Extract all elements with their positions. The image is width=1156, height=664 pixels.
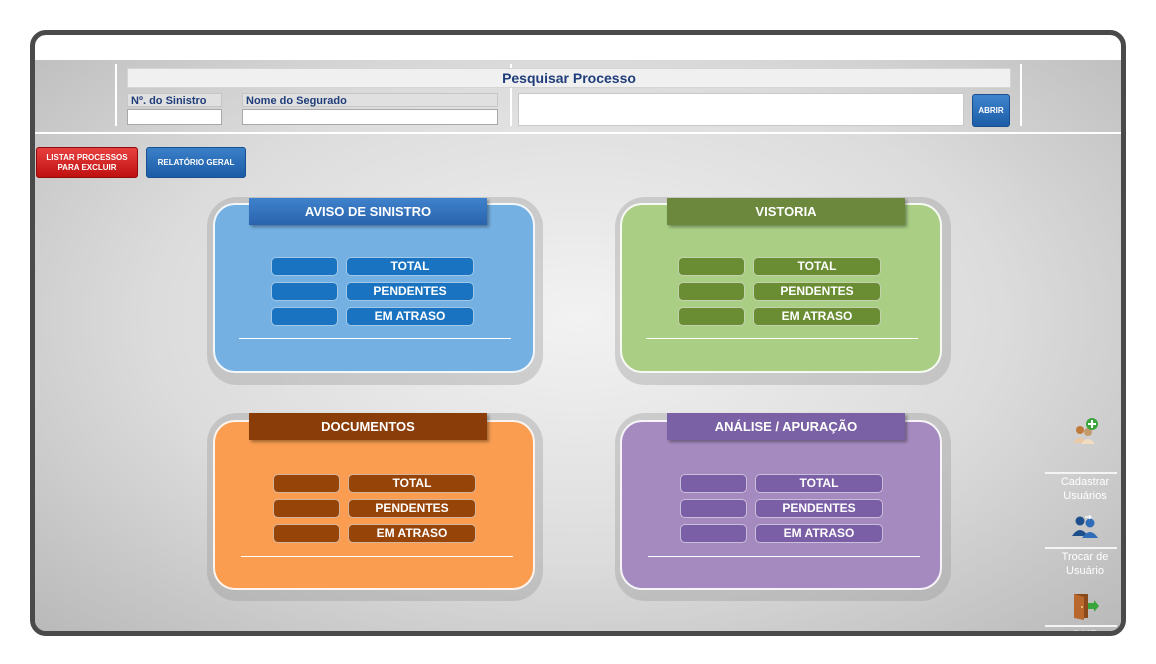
switch-user-label[interactable]: Trocar de Usuário xyxy=(1045,550,1121,578)
card-divider xyxy=(648,556,920,557)
card-divider xyxy=(646,338,918,339)
pending-value-box xyxy=(273,499,340,518)
pending-value-box xyxy=(678,282,745,301)
sidebar-divider xyxy=(1045,625,1117,627)
list-delete-label-line2: PARA EXCLUIR xyxy=(57,163,117,172)
overdue-label[interactable]: EM ATRASO xyxy=(755,524,883,543)
total-value-box xyxy=(273,474,340,493)
pending-value-box xyxy=(271,282,338,301)
open-button[interactable]: ABRIR xyxy=(972,94,1010,127)
search-title: Pesquisar Processo xyxy=(127,68,1011,88)
card-vistoria[interactable]: TOTAL PENDENTES EM ATRASO xyxy=(620,203,942,373)
card-divider xyxy=(241,556,513,557)
search-panel: Pesquisar Processo Nº. do Sinistro Nome … xyxy=(35,60,1121,134)
card-divider xyxy=(239,338,511,339)
card-header-aviso-de-sinistro: AVISO DE SINISTRO xyxy=(249,198,487,225)
register-users-label-line1: Cadastrar xyxy=(1060,476,1110,488)
card-documentos[interactable]: TOTAL PENDENTES EM ATRASO xyxy=(213,420,535,590)
sinistro-input[interactable] xyxy=(127,109,222,125)
total-label[interactable]: TOTAL xyxy=(753,257,881,276)
overdue-value-box xyxy=(273,524,340,543)
search-bottom-rule xyxy=(35,132,1121,134)
app-window: Pesquisar Processo Nº. do Sinistro Nome … xyxy=(30,30,1126,636)
pending-label[interactable]: PENDENTES xyxy=(753,282,881,301)
total-label[interactable]: TOTAL xyxy=(348,474,476,493)
switch-user-icon xyxy=(1072,514,1098,538)
search-divider xyxy=(115,64,117,126)
segurado-input[interactable] xyxy=(242,109,498,125)
card-analise-apuracao[interactable]: TOTAL PENDENTES EM ATRASO xyxy=(620,420,942,590)
search-divider xyxy=(510,64,512,126)
overdue-value-box xyxy=(271,307,338,326)
add-user-icon xyxy=(1073,418,1098,444)
sidebar-divider xyxy=(1045,547,1117,549)
search-divider xyxy=(1020,64,1022,126)
sidebar-divider xyxy=(1045,472,1117,474)
switch-user-label-line1: Trocar de xyxy=(1061,551,1109,563)
segurado-label: Nome do Segurado xyxy=(242,93,498,107)
switch-user-label-line2: Usuário xyxy=(1066,565,1104,577)
switch-user-button[interactable] xyxy=(1045,514,1121,540)
total-label[interactable]: TOTAL xyxy=(346,257,474,276)
card-header-documentos: DOCUMENTOS xyxy=(249,413,487,440)
card-header-analise-apuracao: ANÁLISE / APURAÇÃO xyxy=(667,413,905,440)
overdue-label[interactable]: EM ATRASO xyxy=(346,307,474,326)
pending-label[interactable]: PENDENTES xyxy=(346,282,474,301)
list-delete-label-line1: LISTAR PROCESSOS xyxy=(46,153,128,162)
total-label[interactable]: TOTAL xyxy=(755,474,883,493)
register-users-label[interactable]: Cadastrar Usuários xyxy=(1045,475,1121,503)
pending-label[interactable]: PENDENTES xyxy=(348,499,476,518)
total-value-box xyxy=(271,257,338,276)
total-value-box xyxy=(680,474,747,493)
exit-door-icon xyxy=(1074,594,1099,620)
exit-button[interactable] xyxy=(1045,592,1121,620)
search-results-box[interactable] xyxy=(518,93,964,126)
sinistro-label: Nº. do Sinistro xyxy=(127,93,222,107)
list-processes-to-delete-button[interactable]: LISTAR PROCESSOS PARA EXCLUIR xyxy=(36,147,138,178)
exit-label-text: SAIR xyxy=(1072,629,1098,636)
dashboard-canvas: Pesquisar Processo Nº. do Sinistro Nome … xyxy=(35,60,1121,631)
exit-label[interactable]: SAIR xyxy=(1045,628,1121,636)
pending-label[interactable]: PENDENTES xyxy=(755,499,883,518)
overdue-value-box xyxy=(678,307,745,326)
overdue-label[interactable]: EM ATRASO xyxy=(753,307,881,326)
general-report-button[interactable]: RELATÓRIO GERAL xyxy=(146,147,246,178)
register-users-button[interactable] xyxy=(1045,417,1121,447)
card-header-vistoria: VISTORIA xyxy=(667,198,905,225)
pending-value-box xyxy=(680,499,747,518)
overdue-label[interactable]: EM ATRASO xyxy=(348,524,476,543)
total-value-box xyxy=(678,257,745,276)
card-aviso-de-sinistro[interactable]: TOTAL PENDENTES EM ATRASO xyxy=(213,203,535,373)
register-users-label-line2: Usuários xyxy=(1063,490,1107,502)
overdue-value-box xyxy=(680,524,747,543)
